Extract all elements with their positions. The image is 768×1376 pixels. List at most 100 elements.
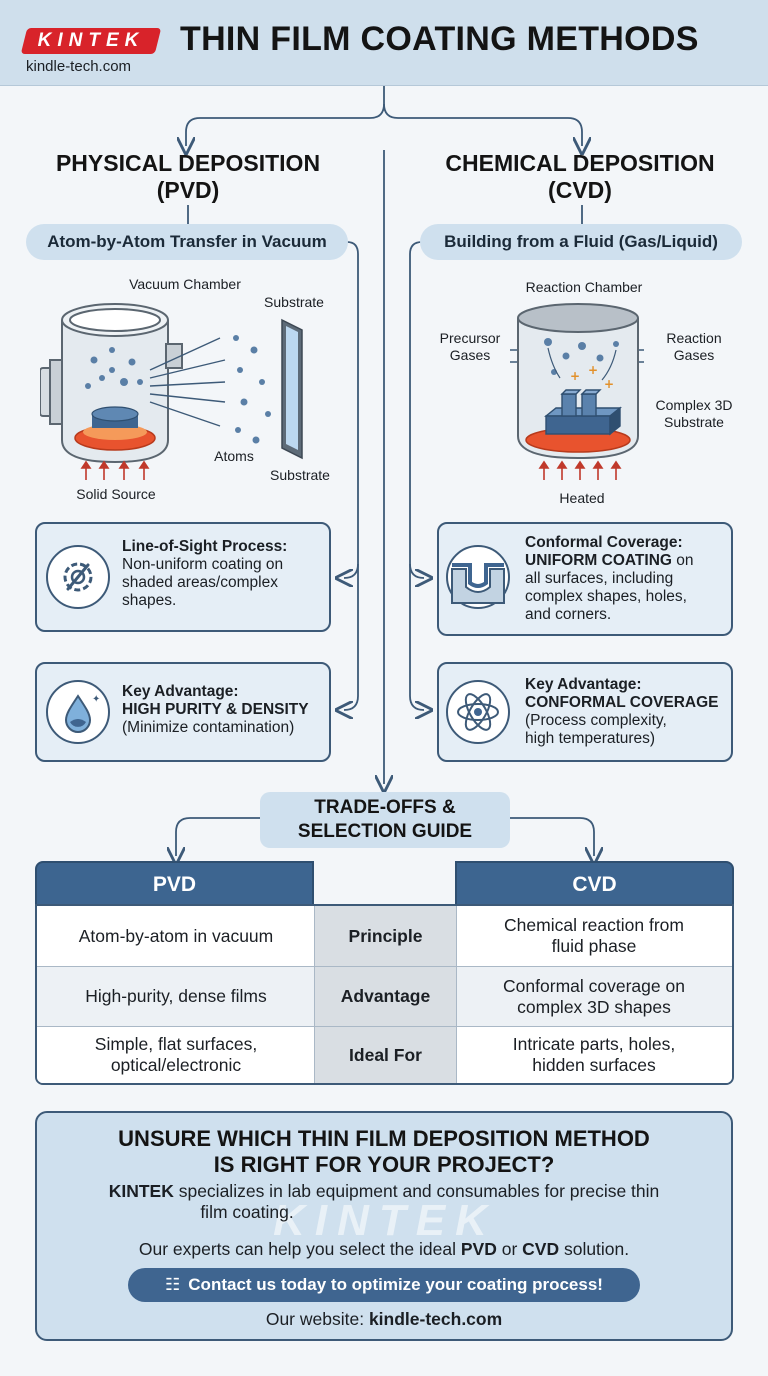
- table-row: Simple, flat surfaces, optical/electroni…: [37, 1026, 315, 1083]
- cta-text1-b: film coating.: [200, 1202, 294, 1222]
- cvd-subtitle-pill: Building from a Fluid (Gas/Liquid): [420, 224, 742, 260]
- water-drop-icon: ✦: [46, 680, 110, 744]
- pvd-card2-title: Key Advantage:: [122, 683, 239, 700]
- table-row-label: Ideal For: [315, 1026, 456, 1083]
- pvd-card1-line2: shaded areas/complex: [122, 574, 278, 591]
- cvd-card2-line1: (Process complexity,: [525, 712, 667, 729]
- cvd-label-reaction-1: Reaction: [666, 330, 722, 346]
- cvd-label-complex-1: Complex 3D: [655, 397, 733, 413]
- chat-icon: ☷: [165, 1275, 181, 1294]
- vacuum-chamber-illustration: [40, 303, 303, 480]
- cvd-label-chamber: Reaction Chamber: [525, 279, 643, 295]
- table-row: Chemical reaction from fluid phase: [456, 906, 732, 966]
- cvd-label-reaction-2: Gases: [673, 347, 715, 363]
- table-row: High-purity, dense films: [37, 966, 315, 1026]
- table-cell-cvd: hidden surfaces: [532, 1055, 656, 1075]
- cta-text1: KINTEK specializes in lab equipment and …: [35, 1181, 733, 1202]
- pvd-title-line1: PHYSICAL DEPOSITION: [55, 150, 321, 176]
- cta-text2: Our experts can help you select the idea…: [35, 1239, 733, 1260]
- conformal-trench-icon: [446, 545, 510, 609]
- cvd-card1-highlight: UNIFORM COATING: [525, 552, 672, 569]
- cvd-title-line1: CHEMICAL DEPOSITION: [445, 150, 715, 176]
- svg-text:+: +: [604, 377, 614, 391]
- cta-text1-a: specializes in lab equipment and consuma…: [173, 1181, 660, 1201]
- cta-website: Our website: kindle-tech.com: [35, 1309, 733, 1330]
- pvd-label-chamber: Vacuum Chamber: [129, 276, 241, 292]
- page-title: THIN FILM COATING METHODS: [180, 20, 699, 58]
- table-row: Intricate parts, holes, hidden surfaces: [456, 1026, 732, 1083]
- cta-website-link[interactable]: kindle-tech.com: [368, 1309, 503, 1329]
- svg-text:+: +: [570, 369, 580, 383]
- table-cell-label: Ideal For: [349, 1044, 422, 1065]
- cvd-title-line2: (CVD): [548, 177, 612, 203]
- pvd-card1-line3: shapes.: [122, 592, 177, 609]
- tradeoffs-title-line2: SELECTION GUIDE: [297, 821, 473, 842]
- cta-website-label: Our website:: [265, 1309, 369, 1329]
- contact-us-button[interactable]: ☷ Contact us today to optimize your coati…: [128, 1268, 640, 1302]
- cvd-label-heated: Heated: [559, 490, 605, 506]
- table-head-cvd: CVD: [455, 861, 734, 905]
- table-cell-pvd: Simple, flat surfaces,: [94, 1034, 258, 1054]
- table-cell-cvd: fluid phase: [551, 936, 637, 956]
- cta-text2-pvd: PVD: [460, 1239, 497, 1259]
- table-row-label: Principle: [315, 906, 456, 966]
- cta-brand: KINTEK: [108, 1181, 174, 1201]
- cvd-card1-line1: all surfaces, including: [525, 570, 674, 587]
- gear-wrench-icon: [46, 545, 110, 609]
- cvd-card1-line3: and corners.: [525, 606, 612, 623]
- pvd-label-substrate-top: Substrate: [264, 294, 324, 310]
- cvd-label-precursor-1: Precursor: [439, 330, 501, 346]
- reaction-chamber-illustration: + + +: [510, 303, 644, 480]
- cta-text2-a: Our experts can help you select the idea…: [138, 1239, 461, 1259]
- cvd-card1-title: Conformal Coverage:: [525, 534, 683, 551]
- pvd-card2-highlight: HIGH PURITY & DENSITY: [122, 701, 309, 718]
- table-cell-cvd: Chemical reaction from: [504, 915, 684, 935]
- pvd-card2-line1: (Minimize contamination): [122, 719, 295, 736]
- cvd-card1-line2: complex shapes, holes,: [525, 588, 687, 605]
- tradeoffs-title-line1: TRADE-OFFS &: [314, 797, 456, 818]
- cvd-card1-highlight-suffix: on: [671, 552, 694, 569]
- pvd-card1-title: Line-of-Sight Process:: [122, 538, 288, 555]
- pvd-subtitle-pill: Atom-by-Atom Transfer in Vacuum: [26, 224, 348, 260]
- cvd-card2-highlight: CONFORMAL COVERAGE: [525, 694, 719, 711]
- table-head-pvd: PVD: [35, 861, 314, 905]
- svg-text:✦: ✦: [92, 694, 100, 705]
- table-cell-cvd: complex 3D shapes: [517, 996, 671, 1017]
- table-divider: [456, 906, 457, 1083]
- cta-text2-end: solution.: [559, 1239, 630, 1259]
- pvd-label-substrate-bottom: Substrate: [270, 467, 330, 483]
- table-row-label: Advantage: [315, 966, 456, 1026]
- cvd-label-complex-2: Substrate: [664, 414, 724, 430]
- comparison-table: Atom-by-atom in vacuum Principle Chemica…: [35, 904, 734, 1085]
- atom-icon: [446, 680, 510, 744]
- cvd-label-precursor-2: Gases: [449, 347, 491, 363]
- table-cell-cvd: Conformal coverage on: [503, 975, 685, 996]
- cta-title: UNSURE WHICH THIN FILM DEPOSITION METHOD…: [35, 1126, 733, 1178]
- table-cell-pvd: optical/electronic: [110, 1055, 242, 1075]
- cta-title-line2: IS RIGHT FOR YOUR PROJECT?: [213, 1152, 555, 1177]
- table-cell-cvd: Intricate parts, holes,: [512, 1034, 676, 1054]
- cta-title-line1: UNSURE WHICH THIN FILM DEPOSITION METHOD: [118, 1126, 650, 1151]
- table-cell-label: Principle: [348, 925, 423, 946]
- cta-text2-or: or: [496, 1239, 523, 1259]
- pvd-label-atoms: Atoms: [214, 448, 254, 464]
- table-cell-pvd: Atom-by-atom in vacuum: [78, 925, 274, 946]
- table-row: Atom-by-atom in vacuum: [37, 906, 315, 966]
- contact-us-label: Contact us today to optimize your coatin…: [188, 1275, 603, 1294]
- cvd-card2-line2: high temperatures): [525, 730, 656, 747]
- cvd-card2-title: Key Advantage:: [525, 676, 642, 693]
- kintek-logo-text: KINTEK: [37, 30, 145, 51]
- cta-panel: [35, 1111, 733, 1341]
- table-cell-label: Advantage: [340, 986, 431, 1006]
- svg-text:+: +: [588, 363, 598, 377]
- tradeoffs-pill: TRADE-OFFS & SELECTION GUIDE: [260, 792, 510, 848]
- table-cell-pvd: High-purity, dense films: [85, 986, 267, 1006]
- table-row: Conformal coverage on complex 3D shapes: [456, 966, 732, 1026]
- pvd-label-source: Solid Source: [76, 486, 156, 502]
- kintek-watermark: KINTEK: [273, 1196, 497, 1245]
- cta-text2-cvd: CVD: [522, 1239, 560, 1259]
- logo-url[interactable]: kindle-tech.com: [26, 58, 132, 75]
- table-divider: [314, 906, 315, 1083]
- pvd-title-line2: (PVD): [156, 177, 220, 203]
